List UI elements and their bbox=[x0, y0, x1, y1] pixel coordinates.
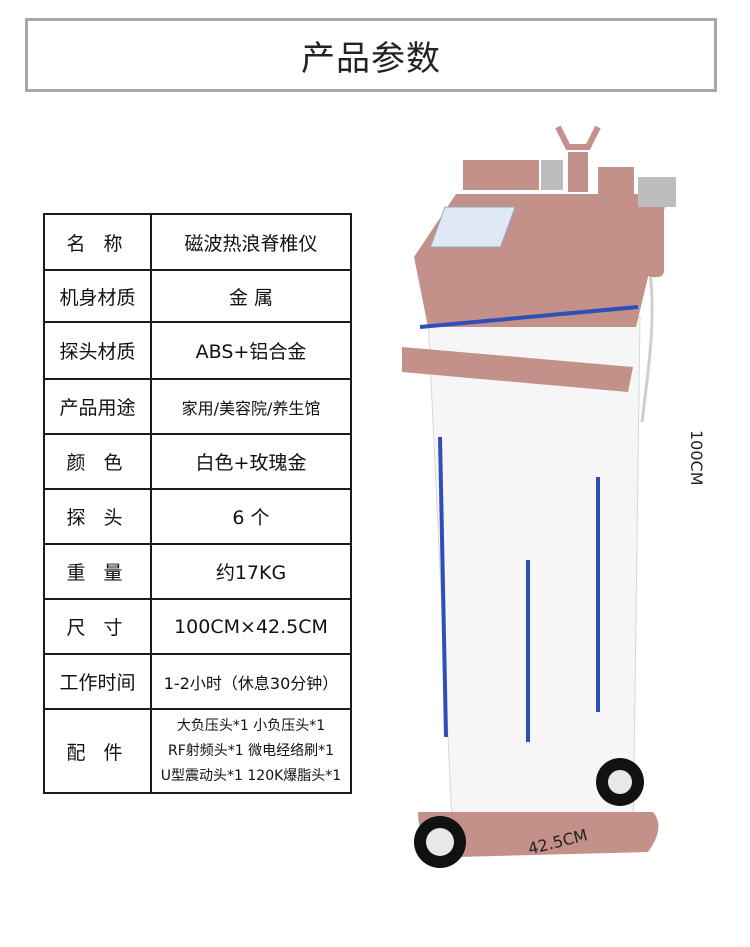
table-row: 名 称 磁波热浪脊椎仪 bbox=[43, 213, 352, 271]
table-row: 机身材质 金 属 bbox=[43, 269, 352, 323]
spec-table: 名 称 磁波热浪脊椎仪 机身材质 金 属 探头材质 ABS+铝合金 产品用途 家… bbox=[43, 213, 352, 794]
spec-value: 约17KG bbox=[150, 543, 352, 600]
table-row: 尺 寸 100CM×42.5CM bbox=[43, 598, 352, 655]
table-row: 配 件 大负压头*1 小负压头*1 RF射频头*1 微电经络刷*1 U型震动头*… bbox=[43, 708, 352, 794]
table-row: 探头材质 ABS+铝合金 bbox=[43, 321, 352, 380]
spec-key: 名 称 bbox=[43, 213, 152, 271]
title-banner: 产品参数 bbox=[25, 18, 717, 92]
table-row: 探 头 6 个 bbox=[43, 488, 352, 545]
spec-value: ABS+铝合金 bbox=[150, 321, 352, 380]
spec-value: 家用/美容院/养生馆 bbox=[150, 378, 352, 435]
accessory-line: RF射频头*1 微电经络刷*1 bbox=[167, 742, 335, 759]
accessory-line: U型震动头*1 120K爆脂头*1 bbox=[160, 767, 342, 784]
spec-value: 6 个 bbox=[150, 488, 352, 545]
table-row: 产品用途 家用/美容院/养生馆 bbox=[43, 378, 352, 435]
spec-key: 产品用途 bbox=[43, 378, 152, 435]
table-row: 工作时间 1-2小时（休息30分钟） bbox=[43, 653, 352, 710]
page-title: 产品参数 bbox=[301, 38, 441, 79]
spec-value: 金 属 bbox=[150, 269, 352, 323]
spec-key: 机身材质 bbox=[43, 269, 152, 323]
product-image bbox=[402, 125, 676, 868]
spec-key: 重 量 bbox=[43, 543, 152, 600]
table-row: 重 量 约17KG bbox=[43, 543, 352, 600]
spec-value: 白色+玫瑰金 bbox=[150, 433, 352, 490]
spec-value-accessories: 大负压头*1 小负压头*1 RF射频头*1 微电经络刷*1 U型震动头*1 12… bbox=[150, 708, 352, 794]
spec-value: 1-2小时（休息30分钟） bbox=[150, 653, 352, 710]
height-dimension-label: 100CM bbox=[687, 430, 706, 486]
spec-key: 颜 色 bbox=[43, 433, 152, 490]
spec-value: 磁波热浪脊椎仪 bbox=[150, 213, 352, 271]
spec-key: 工作时间 bbox=[43, 653, 152, 710]
spec-key: 探 头 bbox=[43, 488, 152, 545]
accessory-line: 大负压头*1 小负压头*1 bbox=[176, 717, 326, 734]
spec-key: 尺 寸 bbox=[43, 598, 152, 655]
spec-key: 探头材质 bbox=[43, 321, 152, 380]
spec-key: 配 件 bbox=[43, 708, 152, 794]
table-row: 颜 色 白色+玫瑰金 bbox=[43, 433, 352, 490]
spec-value: 100CM×42.5CM bbox=[150, 598, 352, 655]
